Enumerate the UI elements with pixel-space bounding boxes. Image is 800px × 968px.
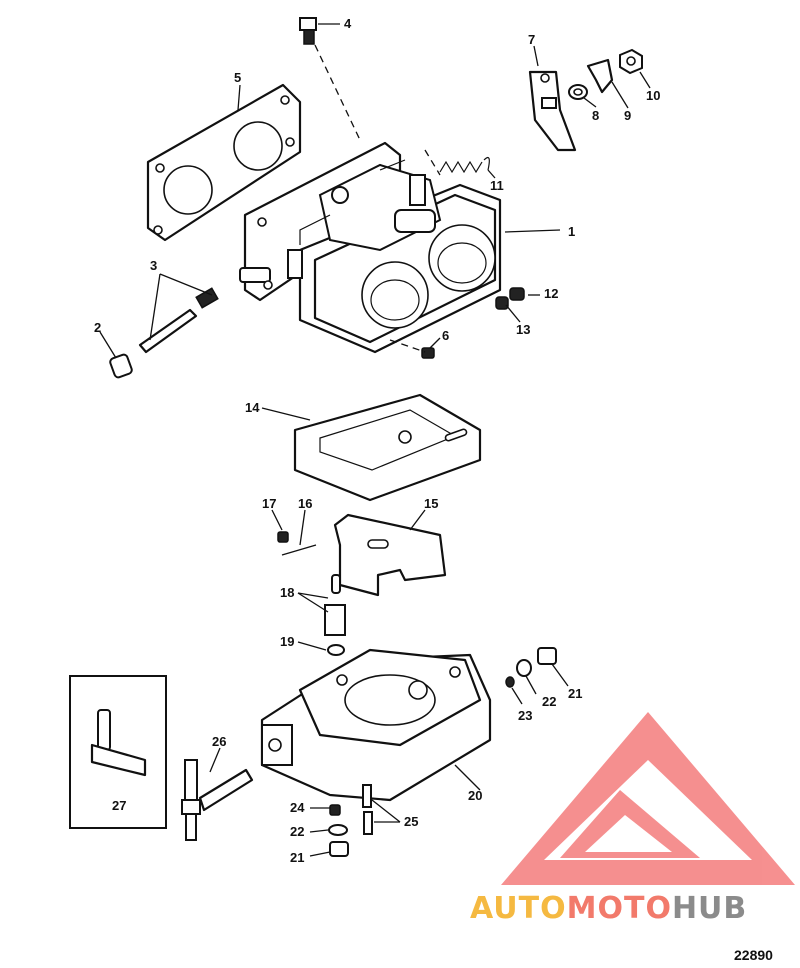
leader-lines [99,23,651,857]
plug-part-21-lower [329,841,349,857]
callout-26: 26 [212,734,226,749]
callout-27: 27 [112,798,126,813]
screw-part-4 [299,17,317,45]
float-bowl-part-20 [260,648,492,802]
callout-21-lower: 21 [290,850,304,865]
callout-25: 25 [404,814,418,829]
callout-22-lower: 22 [290,824,304,839]
float-part-15 [333,513,447,597]
washer-part-8 [568,84,588,100]
callout-21-upper: 21 [568,686,582,701]
lever-part-9 [586,58,614,94]
figure-number: 22890 [734,947,773,963]
screw-part-24 [329,804,341,816]
screw-part-23 [505,676,515,688]
cap-part-2 [109,353,133,379]
callout-24: 24 [290,800,305,815]
needle-part-3 [138,287,219,354]
spring-part-11 [439,157,490,174]
watermark-text: AUTOMOTOHUB [470,891,747,926]
callout-7: 7 [528,32,535,47]
plug-part-12 [509,287,525,301]
plug-part-21-upper [537,647,557,665]
washer-part-22-upper [516,659,532,677]
needle-seat-part-18 [324,574,346,636]
watermark-logo [501,712,795,885]
callout-1: 1 [568,224,575,239]
callout-16: 16 [298,496,312,511]
nut-part-10 [619,48,643,75]
callout-labels: 1 2 3 4 5 6 7 8 9 10 11 12 13 14 15 16 1… [94,16,660,865]
inset-box-part-27 [69,675,167,829]
callout-9: 9 [624,108,631,123]
callout-13: 13 [516,322,530,337]
callout-11: 11 [490,178,504,193]
callout-8: 8 [592,108,599,123]
callout-3: 3 [150,258,157,273]
callout-4: 4 [344,16,352,31]
callout-2: 2 [94,320,101,335]
callout-12: 12 [544,286,558,301]
callout-17: 17 [262,496,276,511]
callout-5: 5 [234,70,241,85]
callout-18: 18 [280,585,294,600]
fitting-part-26 [181,759,254,841]
callout-6: 6 [442,328,449,343]
bracket-part-7 [528,70,577,152]
callout-15: 15 [424,496,438,511]
gasket-part-5 [146,83,302,242]
callout-22-upper: 22 [542,694,556,709]
callout-10: 10 [646,88,660,103]
callout-14: 14 [245,400,260,415]
callout-20: 20 [468,788,482,803]
plug-part-6 [421,347,435,359]
screws-part-25 [362,784,373,835]
washer-part-19 [327,644,345,656]
gasket-part-14 [293,393,482,502]
plug-part-13 [495,296,509,310]
washer-part-22-lower [328,824,348,836]
callout-19: 19 [280,634,294,649]
carburetor-body-part-1 [239,141,502,354]
callout-23: 23 [518,708,532,723]
